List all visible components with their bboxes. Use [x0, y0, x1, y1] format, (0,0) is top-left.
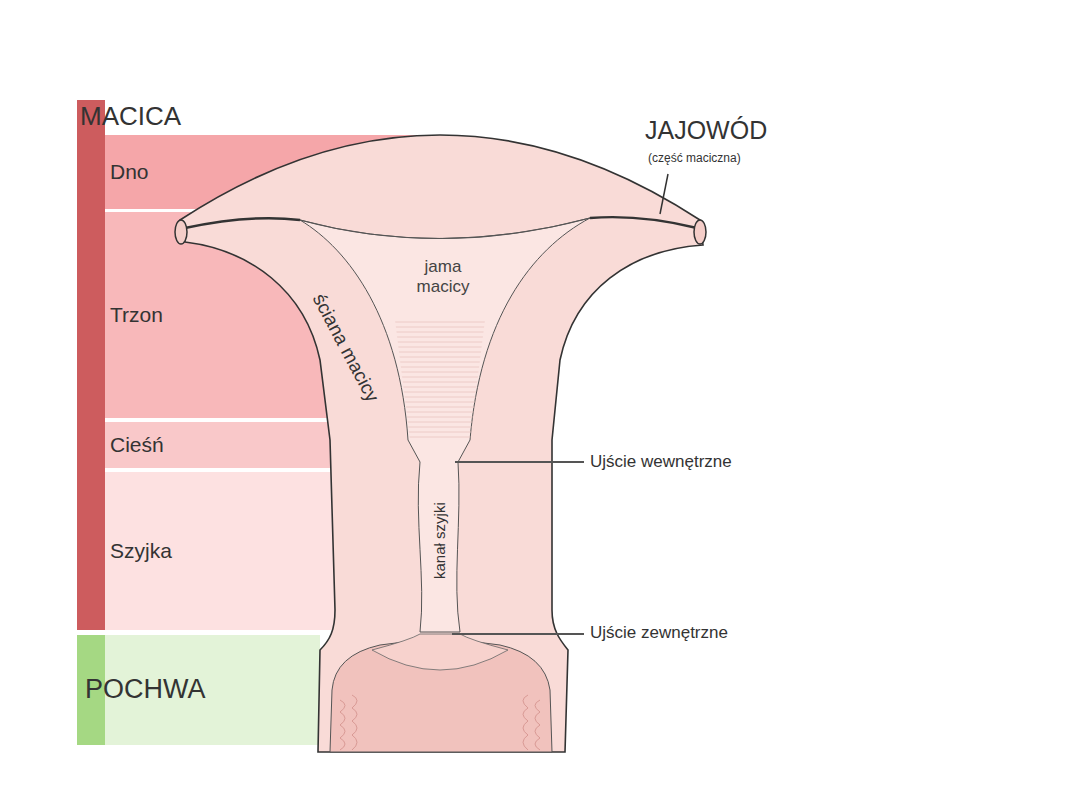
body-band: Trzon: [105, 212, 336, 418]
isthmus-band: Cieśń: [105, 422, 336, 468]
part-name: kanał szyjki: [430, 503, 447, 580]
tube-lumen: [590, 217, 697, 228]
band-label: Trzon: [110, 303, 336, 327]
cervix-band: Szyjka: [105, 472, 336, 630]
part-name: ściana macicy: [308, 290, 383, 406]
isthmus-band: [105, 422, 340, 468]
part-name: JAJOWÓD: [645, 116, 805, 145]
band-label: Dno: [110, 160, 336, 184]
uterus-region: MACICADnoTrzonCieśńSzyjka: [77, 100, 330, 630]
region-heading: MACICA: [80, 102, 181, 132]
tube-end: [694, 220, 706, 244]
tube-lumen: [185, 218, 300, 228]
uterus-outline: [180, 135, 703, 752]
vagina-band: POCHWA: [77, 635, 326, 745]
cervix-band: [105, 472, 340, 630]
uterine-cavity: [300, 218, 590, 632]
band-label: Szyjka: [110, 539, 336, 563]
tube-end: [175, 220, 187, 244]
leader-line: [455, 461, 584, 463]
band-label: Cieśń: [110, 433, 336, 457]
cavity-hatch: [395, 320, 485, 440]
fundus-inner: [300, 218, 590, 239]
part-name: jama macicy: [403, 257, 483, 296]
part-name: Ujście wewnętrzne: [590, 452, 810, 472]
fundus-band: Dno: [105, 135, 336, 209]
uterus-bar: [77, 100, 105, 630]
part-note: (część maciczna): [648, 152, 808, 166]
leader-line: [660, 174, 668, 214]
part-name: Ujście zewnętrzne: [590, 623, 810, 643]
leader-line: [452, 633, 584, 635]
cervix-tip: [372, 634, 508, 670]
band-label: POCHWA: [85, 674, 326, 705]
vaginal-rugae: [340, 695, 540, 750]
